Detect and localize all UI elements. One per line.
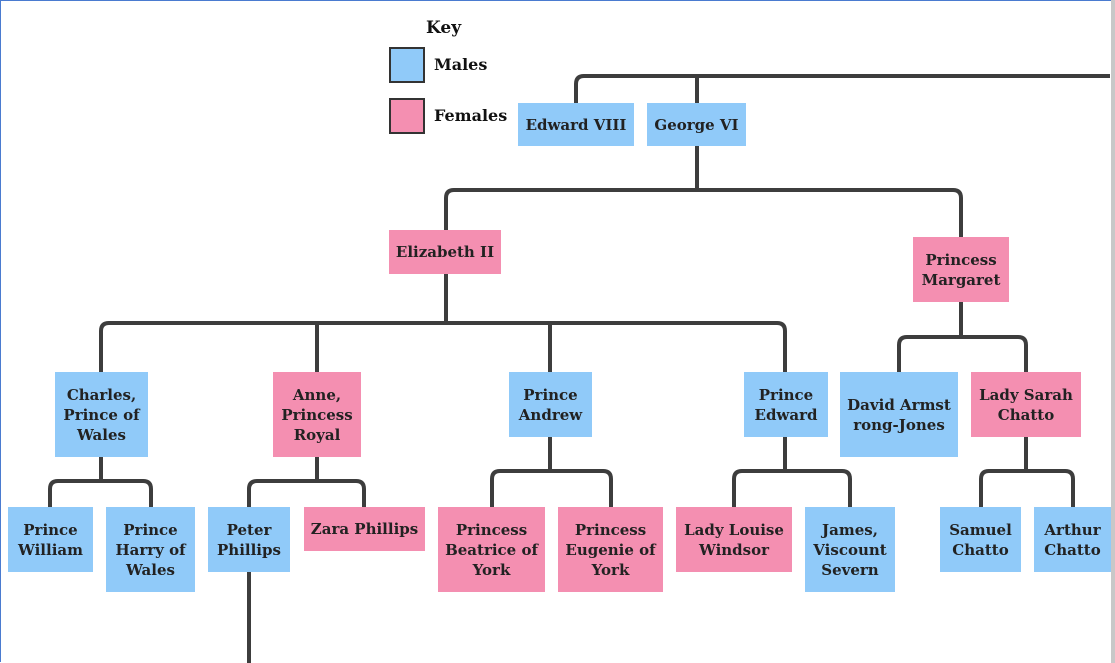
person-anne: Anne, Princess Royal: [273, 372, 361, 457]
person-princess-margaret: Princess Margaret: [913, 237, 1009, 302]
female-swatch: [389, 98, 425, 134]
scrollbar-edge: [1111, 0, 1115, 663]
person-elizabeth-ii: Elizabeth II: [389, 230, 501, 274]
person-lady-louise-windsor: Lady Louise Windsor: [676, 507, 792, 572]
person-andrew: Prince Andrew: [509, 372, 592, 437]
person-george-vi: George VI: [647, 103, 746, 146]
person-prince-william: Prince William: [8, 507, 93, 572]
person-charles: Charles, Prince of Wales: [55, 372, 148, 457]
person-david-armstrong-jones: David Armstrong-Jones: [840, 372, 958, 457]
females-label: Females: [434, 106, 508, 125]
person-arthur-chatto: Arthur Chatto: [1034, 507, 1111, 572]
males-label: Males: [434, 55, 488, 74]
key-title: Key: [426, 18, 462, 38]
person-lady-sarah-chatto: Lady Sarah Chatto: [971, 372, 1081, 437]
person-zara-phillips: Zara Phillips: [304, 507, 425, 551]
person-edward-viii: Edward VIII: [518, 103, 634, 146]
person-peter-phillips: Peter Phillips: [208, 507, 290, 572]
person-samuel-chatto: Samuel Chatto: [940, 507, 1021, 572]
person-princess-eugenie: Princess Eugenie of York: [558, 507, 663, 592]
person-edward: Prince Edward: [744, 372, 828, 437]
person-james-viscount-severn: James, Viscount Severn: [805, 507, 895, 592]
person-prince-harry: Prince Harry of Wales: [106, 507, 195, 592]
male-swatch: [389, 47, 425, 83]
person-princess-beatrice: Princess Beatrice of York: [438, 507, 545, 592]
